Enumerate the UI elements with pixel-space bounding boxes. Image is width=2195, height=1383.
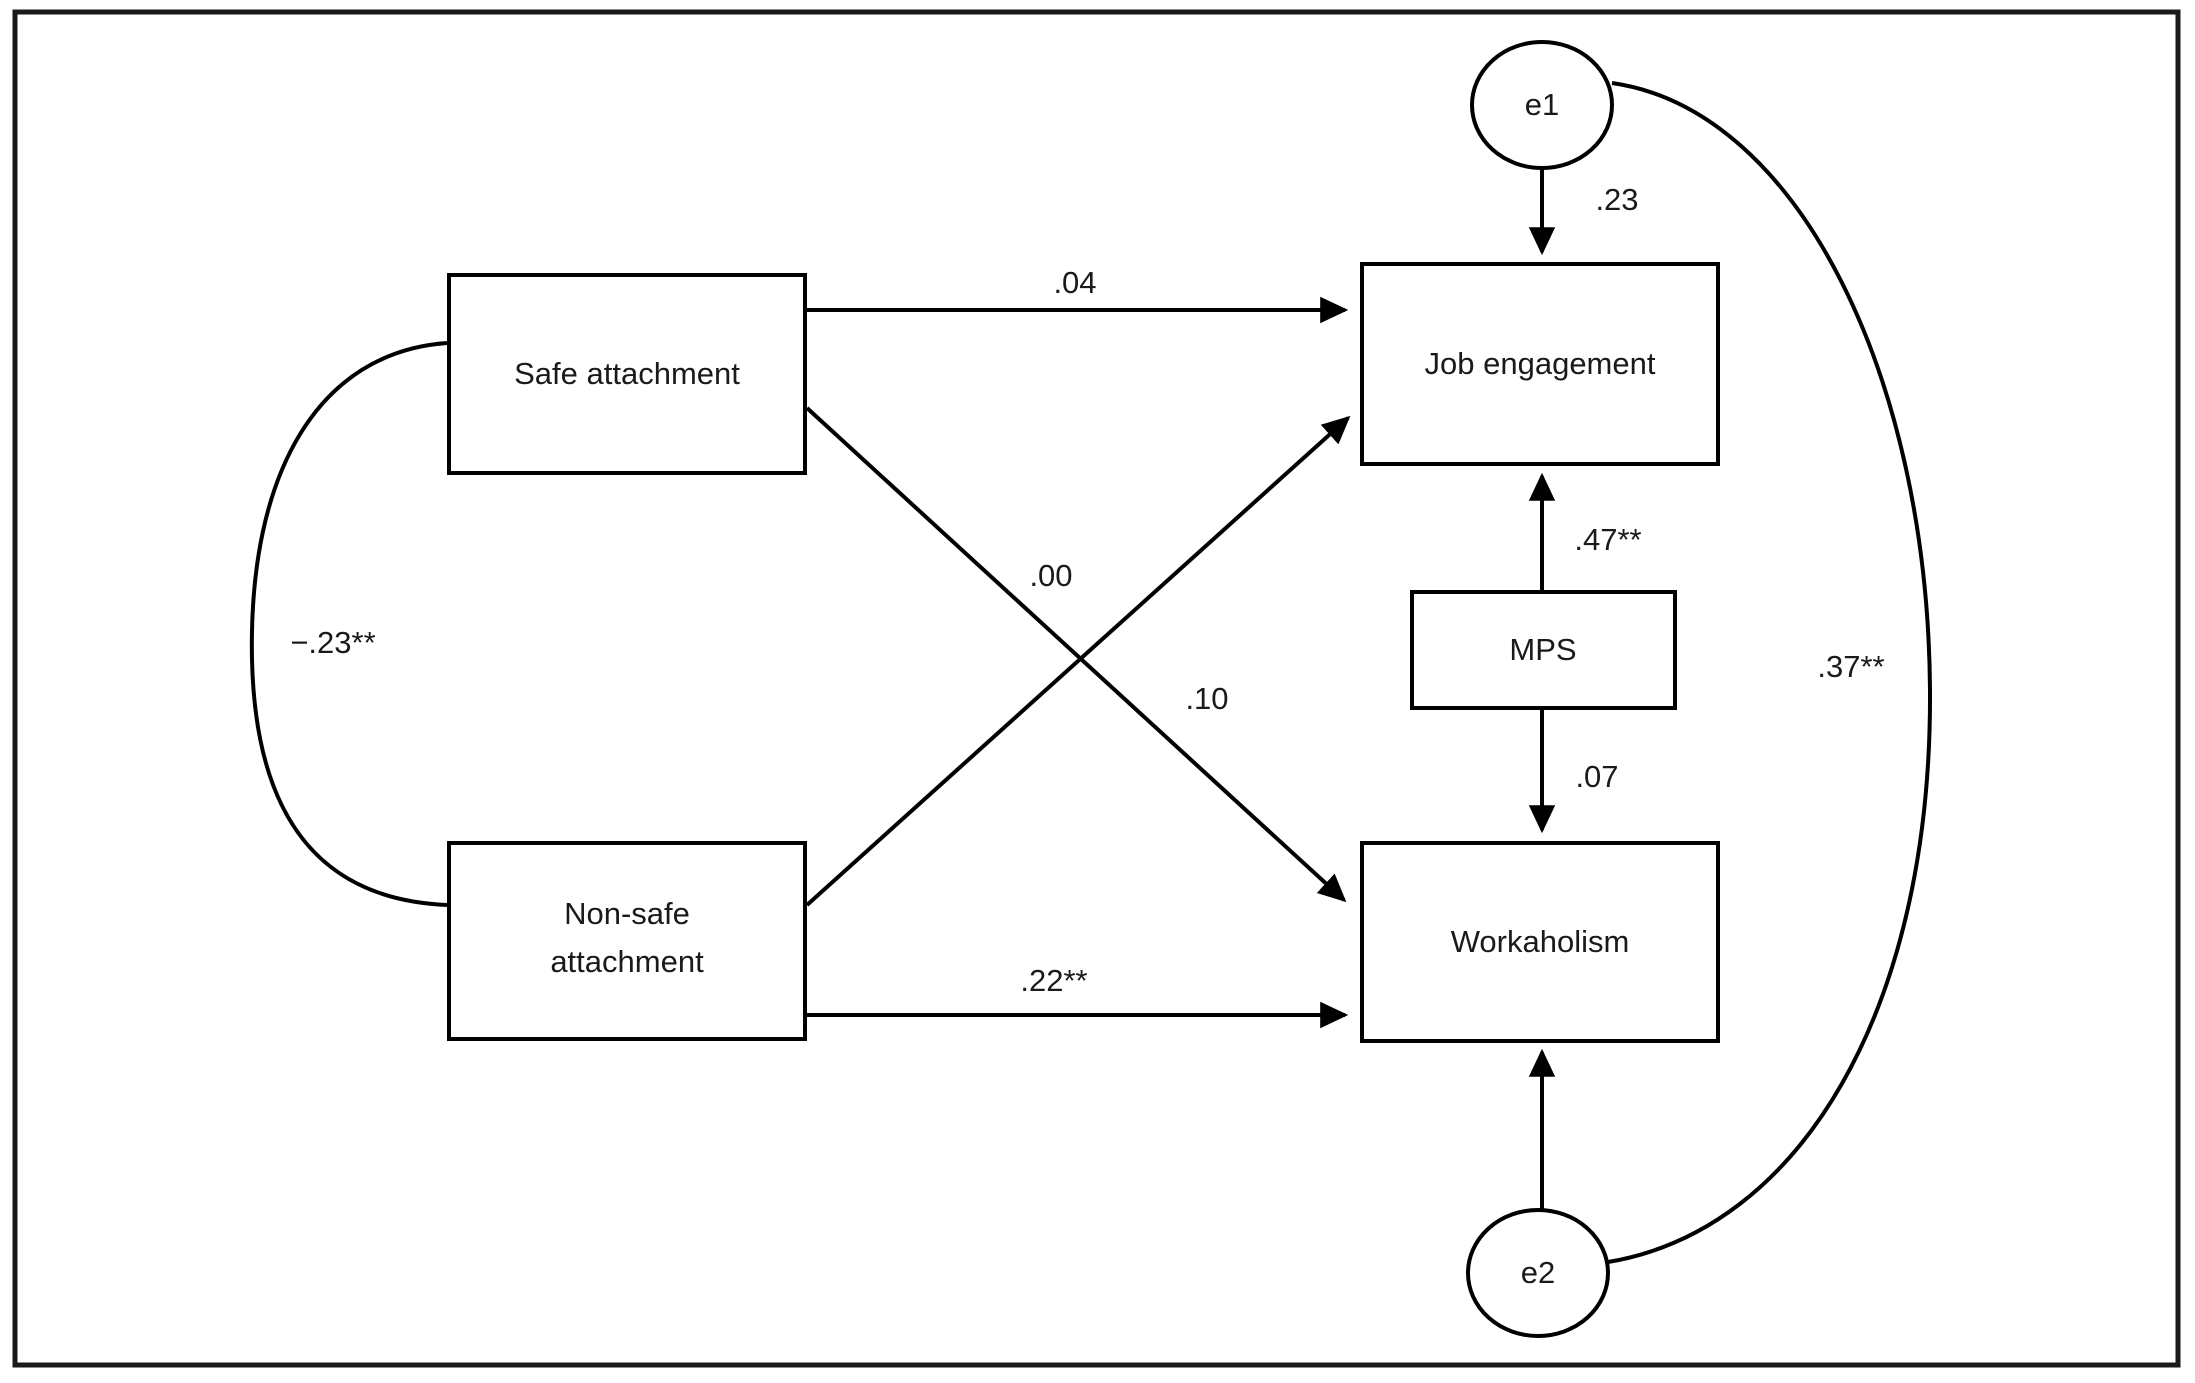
coefficient-mps-to-workaholism: .07 xyxy=(1575,759,1618,794)
node-safe-attachment[interactable] xyxy=(447,273,807,475)
coefficient-mps-to-job-engagement: .47** xyxy=(1574,522,1641,557)
node-workaholism[interactable] xyxy=(1360,841,1720,1043)
node-non-safe-attachment[interactable] xyxy=(447,841,807,1041)
coefficient-safe-to-workaholism: .00 xyxy=(1029,558,1072,593)
coefficient-safe-to-job-engagement: .04 xyxy=(1053,265,1096,300)
coefficient-nonsafe-to-job-engagement: .10 xyxy=(1185,681,1228,716)
edge-safe-to-workaholism xyxy=(805,406,1347,903)
figure-border xyxy=(12,9,2181,1368)
node-job-engagement-label: Job engagement xyxy=(1425,346,1656,381)
node-mps[interactable] xyxy=(1410,590,1677,710)
coefficient-e1-to-job-engagement: .23 xyxy=(1595,182,1638,217)
coefficient-nonsafe-to-workaholism: .22** xyxy=(1020,963,1087,998)
edge-safe-nonsafe-covariance xyxy=(249,341,448,907)
node-e2[interactable] xyxy=(1466,1208,1610,1338)
coefficient-safe-nonsafe-covariance: −.23** xyxy=(290,625,375,660)
node-e1-label: e1 xyxy=(1525,87,1559,122)
node-e1[interactable] xyxy=(1470,40,1614,170)
coefficient-e1-e2-covariance: .37** xyxy=(1817,649,1884,684)
node-job-engagement[interactable] xyxy=(1360,262,1720,466)
node-safe-attachment-label: Safe attachment xyxy=(514,356,740,391)
edge-e1-e2-covariance xyxy=(1607,81,1933,1264)
node-mps-label: MPS xyxy=(1509,632,1576,667)
node-workaholism-label: Workaholism xyxy=(1451,924,1630,959)
node-non-safe-attachment-label-line1: Non-safe xyxy=(564,896,690,931)
edge-nonsafe-to-job-engagement xyxy=(805,415,1351,907)
node-non-safe-attachment-label-line2: attachment xyxy=(550,944,704,979)
node-e2-label: e2 xyxy=(1521,1255,1555,1290)
